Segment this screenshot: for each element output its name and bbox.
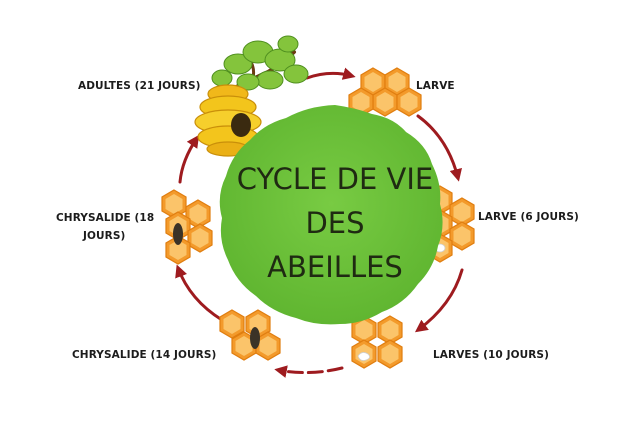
cycle-arrows: [175, 67, 464, 378]
label-chrysalide-18-line-2: JOURS): [83, 230, 126, 242]
label-adultes: ADULTES (21 JOURS): [78, 80, 201, 92]
title-line-3: ABEILLES: [267, 250, 403, 284]
center-badge: [219, 105, 443, 325]
label-chrysalide-14: CHRYSALIDE (14 JOURS): [72, 349, 217, 361]
arrow-chrysalide18-to-hive: [178, 134, 200, 184]
arrow-larve-to-larve6: [416, 114, 462, 182]
arrow-larve6-to-larves10: [414, 268, 464, 333]
title-line-2: DES: [305, 206, 365, 240]
label-larve-6: LARVE (6 JOURS): [478, 211, 579, 223]
honeycomb-egg-icon: [348, 67, 422, 117]
arrow-chrysalide14-to-chrysalide18: [175, 264, 224, 322]
beehive-icon: [194, 35, 309, 157]
label-chrysalide-18-line-1: CHRYSALIDE (18: [56, 212, 155, 224]
arrow-larves10-to-chrysalide14: [274, 365, 344, 378]
label-larve: LARVE: [416, 80, 455, 92]
label-larves-10: LARVES (10 JOURS): [433, 349, 549, 361]
arrow-hive-to-larve: [305, 67, 356, 80]
honeycomb-pupa-icon: [219, 309, 281, 361]
title-line-1: CYCLE DE VIE: [236, 162, 434, 196]
honeycomb-pupa-icon: [161, 189, 213, 265]
honeycomb-larva-icon: [351, 315, 403, 369]
